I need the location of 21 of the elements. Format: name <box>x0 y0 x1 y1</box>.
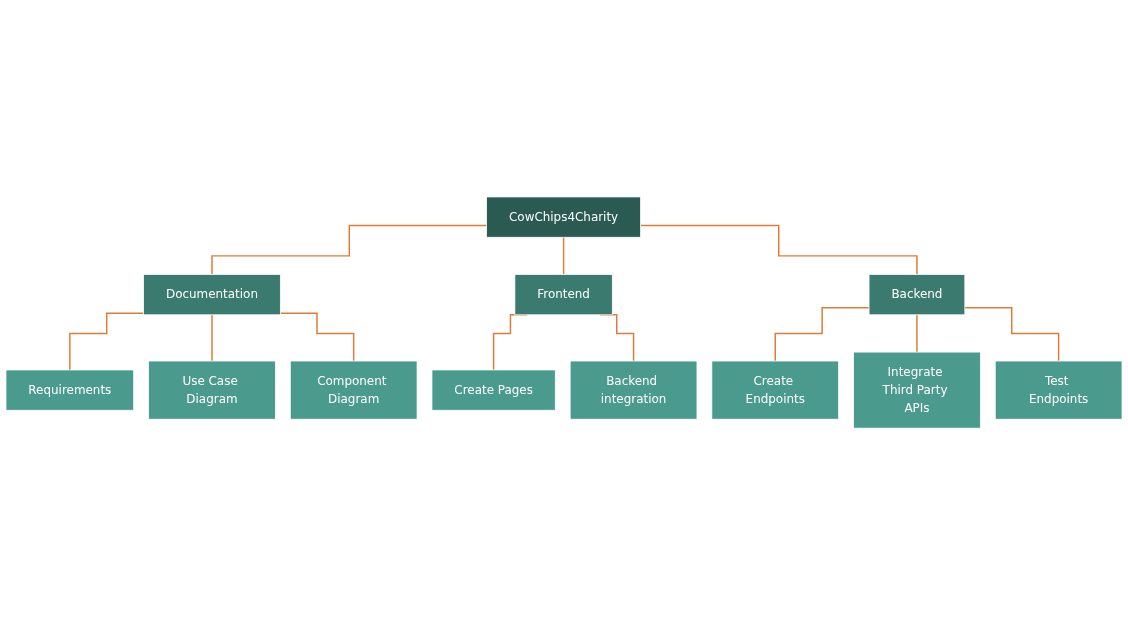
connector <box>916 314 918 354</box>
node-box: Use Case Diagram <box>148 361 276 420</box>
connector <box>211 225 488 276</box>
node-box: Requirements <box>5 370 135 412</box>
connector <box>69 313 145 372</box>
connector <box>279 313 355 363</box>
node-box: Frontend <box>514 274 613 316</box>
node-box: Test Endpoints <box>994 361 1123 420</box>
connector <box>964 307 1060 363</box>
node-box: Create Endpoints <box>711 361 839 420</box>
node-box: Component Diagram <box>289 361 418 420</box>
node-box: CowChips4Charity <box>486 197 641 239</box>
connector <box>211 314 213 363</box>
node-box: Documentation <box>143 274 281 316</box>
node-box: Backend <box>868 274 966 316</box>
node-box: Integrate Third Party APIs <box>853 352 981 429</box>
node-box: Create Pages <box>431 370 556 412</box>
connector <box>562 236 565 276</box>
connector <box>774 307 870 363</box>
connector <box>639 225 918 276</box>
node-box: Backend integration <box>569 361 698 420</box>
